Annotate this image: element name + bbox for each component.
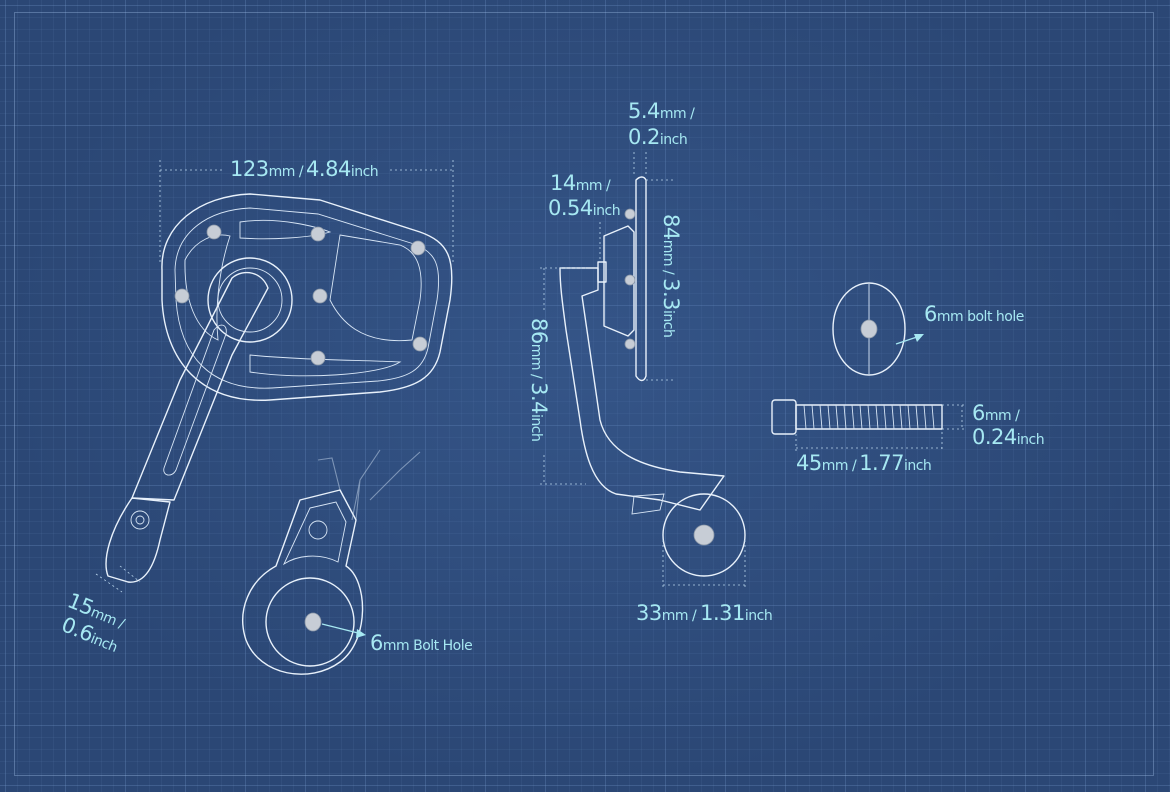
side-clamp-bolt	[693, 524, 715, 546]
mirror-bolt	[410, 240, 426, 256]
pivot-hub-outer	[207, 257, 293, 343]
mirror-bolt	[174, 288, 190, 304]
clamp-detail-bolt	[308, 520, 328, 540]
bolt-head	[771, 399, 797, 435]
mirror-head-outline	[161, 193, 453, 401]
mirror-arm-slot	[163, 324, 227, 476]
clamp-width-label: 33mm / 1.31inch	[636, 601, 772, 625]
side-clamp-ring	[662, 493, 746, 577]
mirror-plate-side	[635, 176, 647, 382]
mirror-rib-top	[239, 219, 332, 240]
bolt-thread	[803, 404, 935, 430]
clamp-body-outline	[242, 489, 364, 675]
washer-leader-arrowhead	[914, 334, 924, 342]
mirror-head-inner	[174, 207, 440, 389]
side-arm	[559, 267, 725, 511]
bolt-diameter-label-bottom: 0.24inch	[972, 425, 1044, 449]
arm-clamp	[105, 497, 171, 583]
clamp-dim-ext-b	[119, 565, 141, 583]
mirror-arm	[131, 271, 269, 501]
mirror-bolt	[412, 336, 428, 352]
arm-joint	[597, 261, 607, 283]
arm-ghost-outline	[317, 449, 421, 522]
clamp-dim-ext-a	[95, 573, 123, 593]
mirror-front-view: 123mm /4.84inch	[58, 157, 454, 656]
blueprint-frame	[14, 12, 1154, 776]
bolt-diameter-label-top: 6mm /	[972, 401, 1020, 425]
mount-bolt	[624, 338, 636, 350]
bolt-view: 6mm / 0.24inch 45mm /1.77inch	[771, 399, 1045, 475]
pivot-hub-inner	[217, 267, 283, 333]
washer-hole-label: 6mm bolt hole	[924, 302, 1024, 326]
clamp-detail-view: 6mm Bolt Hole	[242, 449, 473, 675]
washer-outline	[832, 282, 906, 376]
washer-view: 6mm bolt hole	[832, 282, 1024, 376]
mirror-side-view: 5.4mm / 0.2inch 84mm / 3.3inch 14mm / 0.…	[527, 99, 773, 625]
mirror-bolt	[310, 350, 326, 366]
mirror-rib-left	[184, 234, 231, 341]
washer-hole	[860, 319, 878, 339]
mirror-rib-bottom	[249, 354, 402, 377]
clamp-bolt-head	[130, 510, 150, 530]
mirror-bolt	[206, 224, 222, 240]
mount-bolt	[624, 208, 636, 220]
mirror-width-label: 123mm /4.84inch	[230, 157, 378, 181]
bolt-hole-leader	[321, 623, 363, 635]
side-arm-pad	[631, 493, 665, 515]
mirror-bolt	[310, 226, 326, 242]
bolt-length-label: 45mm /1.77inch	[796, 451, 931, 475]
bolt-hole-left-label: 6mm Bolt Hole	[370, 631, 472, 655]
mount-depth-label-top: 14mm /	[550, 171, 611, 195]
thickness-label-top: 5.4mm /	[628, 99, 695, 123]
clamp-body-inner	[282, 501, 347, 566]
mirror-bolt	[312, 288, 328, 304]
mirror-rib-right	[329, 234, 422, 342]
arm-height-label: 86mm / 3.4inch	[527, 318, 551, 441]
clamp-ring	[265, 577, 355, 667]
clamp-bolt-socket	[135, 515, 145, 525]
mount-depth-label-bottom: 0.54inch	[548, 196, 620, 220]
bolt-shank	[795, 404, 943, 430]
mount-block	[603, 225, 635, 337]
thickness-label-bottom: 0.2inch	[628, 125, 687, 149]
mirror-height-label: 84mm / 3.3inch	[659, 214, 683, 337]
bolt-hole	[304, 612, 322, 632]
leader-arrowhead	[356, 629, 366, 638]
mount-bolt	[624, 274, 636, 286]
